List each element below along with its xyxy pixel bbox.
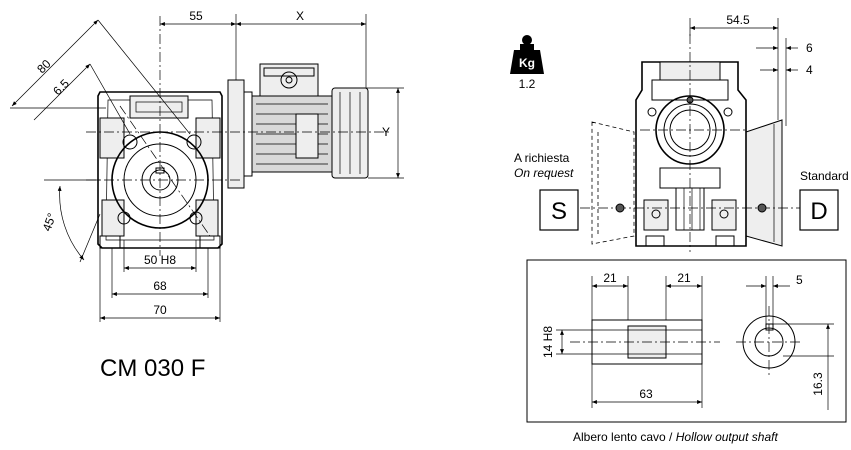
dim-68: 68 <box>153 279 167 293</box>
dim-80: 80 <box>34 57 54 77</box>
dim-21-right: 21 <box>677 271 691 285</box>
side-s-box <box>539 189 579 231</box>
side-d-box <box>799 189 839 231</box>
dim-21-left: 21 <box>603 271 617 285</box>
dim-x: X <box>296 9 304 23</box>
dim-5: 5 <box>796 273 803 287</box>
weight-icon <box>510 35 544 74</box>
dim-4: 4 <box>806 63 813 77</box>
side-d-letter: D <box>810 198 827 225</box>
right-view-drawing <box>580 34 800 252</box>
motor <box>227 63 369 189</box>
dim-63: 63 <box>639 387 653 401</box>
dim-70: 70 <box>153 303 167 317</box>
dim-50-h8: 50 H8 <box>144 253 176 267</box>
weight-icon-label: Kg <box>519 56 535 70</box>
shaft-caption: Albero lento cavo / Hollow output shaft <box>573 430 778 444</box>
dim-45-deg: 45° <box>40 211 59 233</box>
side-s-label-italic: On request <box>514 166 574 180</box>
weight-value: 1.2 <box>519 77 536 91</box>
dim-6: 6 <box>806 41 813 55</box>
hollow-shaft-side-view <box>570 319 720 365</box>
dim-14-h8: 14 H8 <box>541 326 555 358</box>
side-s-letter: S <box>551 198 567 225</box>
side-s-label: A richiesta <box>514 151 570 165</box>
model-label: CM 030 F <box>100 355 205 382</box>
hollow-shaft-end-view <box>736 306 802 378</box>
gearbox-body <box>97 91 223 249</box>
side-d-label: Standard <box>800 169 849 183</box>
dim-54-5: 54.5 <box>726 13 750 27</box>
shaft-detail-frame <box>526 259 847 423</box>
dim-6-5: 6.5 <box>50 76 72 98</box>
dim-y: Y <box>382 125 390 139</box>
dim-16-3: 16.3 <box>811 372 825 396</box>
left-view-drawing: 55 X Y 80 6.5 45° 50 H8 68 <box>10 9 404 322</box>
dim-55: 55 <box>189 9 203 23</box>
